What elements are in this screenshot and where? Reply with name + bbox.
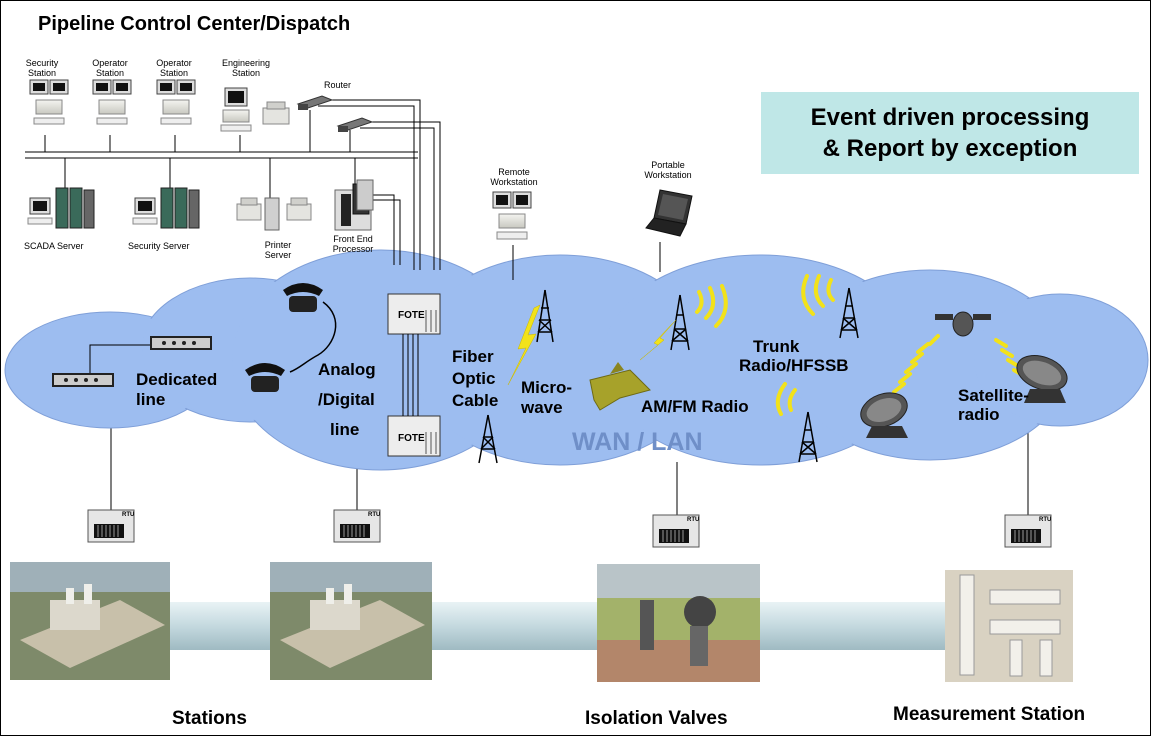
dedicated-line-modems [52,336,212,387]
rtu-label-2: RTU [368,512,381,518]
event-box-line2: & Report by exception [822,135,1078,162]
satellite-dish-right [1016,355,1068,403]
fiber-optic-cable [387,293,441,457]
measurement-station-photo [945,570,1073,682]
satellite-icon [935,311,991,337]
station-photo-1 [10,562,170,680]
telephone-icons [245,283,337,392]
remote-workstation-icon [492,191,532,240]
lan-bus [25,99,661,280]
isolation-valves-caption: Isolation Valves [585,708,728,729]
scada-server-label: SCADA Server [24,241,84,251]
aircraft-icon [589,362,651,411]
page-title: Pipeline Control Center/Dispatch [38,13,351,35]
microwave-label: Micro-wave [521,378,572,417]
server-icons [27,179,374,231]
router-icons [296,95,374,132]
event-box-line1: Event driven processing [810,104,1090,131]
satellite-radio-label: Satellite-radio [958,386,1029,424]
measurement-station-caption: Measurement Station [893,704,1086,725]
microwave-bolts [507,304,677,386]
wan-lan-label: WAN / LAN [572,428,703,456]
rtu-label-4: RTU [1039,517,1052,523]
event-driven-box: Event driven processing & Report by exce… [761,92,1139,174]
isolation-valve-photo [597,564,760,682]
rtu-units [87,509,1052,548]
rtu-label-3: RTU [687,517,700,523]
laptop-icon [645,189,693,237]
router-label: Router [324,80,352,90]
station-photo-2 [270,562,432,680]
workstations [29,79,290,132]
security-server-label: Security Server [128,241,190,251]
radio-towers [478,287,859,464]
fote-top-label: FOTE [398,310,425,321]
satellite-dish-left [860,392,908,438]
stations-caption: Stations [172,708,247,729]
fote-bottom-label: FOTE [398,433,425,444]
rtu-label-1: RTU [122,512,135,518]
am-fm-radio-label: AM/FM Radio [641,397,749,416]
rtu-links [110,418,1029,515]
